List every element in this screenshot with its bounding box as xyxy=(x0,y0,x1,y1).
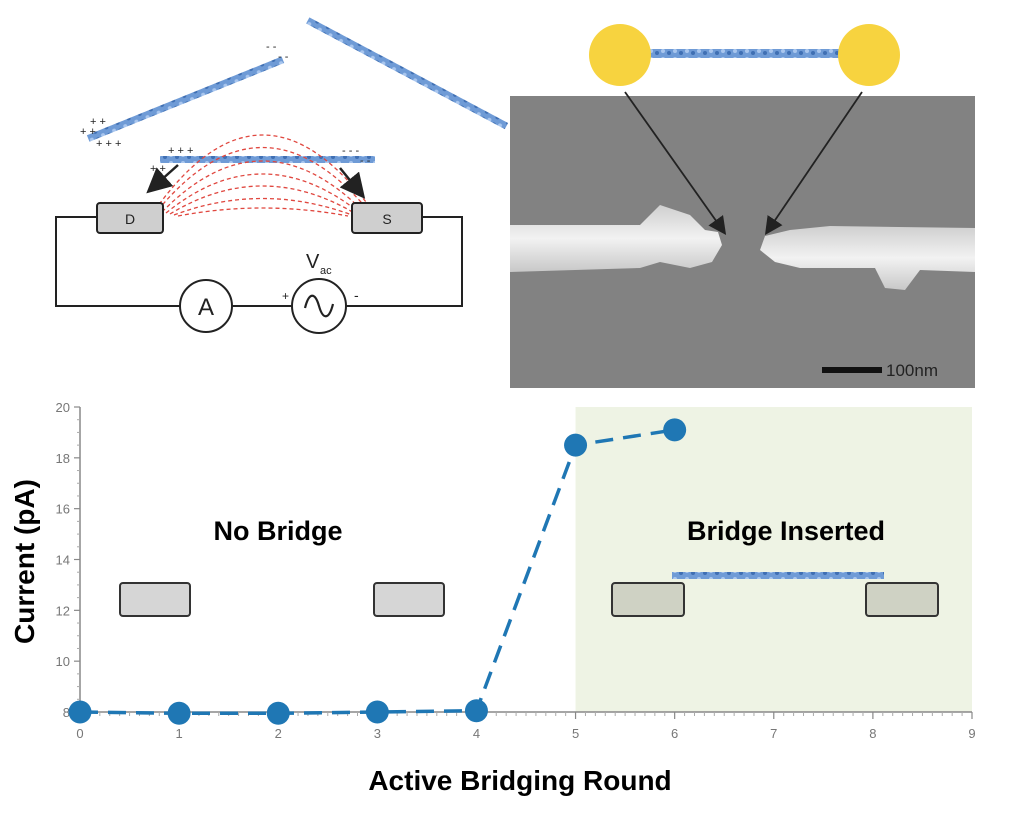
right-electrode-wire xyxy=(760,226,975,290)
drain-label: D xyxy=(125,211,135,227)
data-point xyxy=(68,700,92,724)
region-label-bridge-inserted: Bridge Inserted xyxy=(687,516,885,546)
y-tick-label: 20 xyxy=(56,400,70,415)
svg-text:- -: - - xyxy=(360,155,371,167)
data-point xyxy=(167,701,191,725)
source-label: S xyxy=(382,211,391,227)
x-tick-label: 6 xyxy=(671,726,678,741)
svg-text:- -: - - xyxy=(266,41,277,53)
dna-bridge-icon xyxy=(672,572,884,579)
arrow-to-source xyxy=(339,167,366,199)
x-tick-label: 7 xyxy=(770,726,777,741)
x-tick-label: 8 xyxy=(869,726,876,741)
plus-terminal: + xyxy=(282,289,289,303)
drain-electrode xyxy=(96,202,164,234)
charge-signs: + ++ + ++ + - -- - + + ++ + - - -- - xyxy=(80,41,371,175)
electrode-icon xyxy=(373,582,445,617)
y-tick-label: 18 xyxy=(56,451,70,466)
circuit-wires xyxy=(55,216,463,307)
y-tick-label: 8 xyxy=(63,705,70,720)
svg-text:- - -: - - - xyxy=(342,145,359,157)
dna-strand-icon xyxy=(160,156,375,163)
x-tick-label: 9 xyxy=(968,726,975,741)
x-tick-label: 3 xyxy=(374,726,381,741)
sine-wave-icon xyxy=(303,294,335,318)
arrow-left-nanoparticle xyxy=(624,91,727,235)
left-electrode-wire xyxy=(510,205,722,272)
x-tick-label: 5 xyxy=(572,726,579,741)
svg-text:+ +: + + xyxy=(90,116,106,128)
dna-bridge-icon xyxy=(648,49,844,58)
svg-text:- -: - - xyxy=(278,51,289,63)
scale-bar-label: 100nm xyxy=(886,361,938,380)
dna-strand-icon xyxy=(306,17,509,130)
y-tick-label: 14 xyxy=(56,553,70,568)
sem-micrograph: 100nm xyxy=(510,91,975,388)
source-electrode xyxy=(351,202,423,234)
x-tick-label: 0 xyxy=(76,726,83,741)
arrow-right-nanoparticle xyxy=(764,91,863,235)
minus-terminal: - xyxy=(354,287,359,303)
x-tick-label: 2 xyxy=(275,726,282,741)
voltage-label: V xyxy=(306,251,320,273)
x-tick-label: 1 xyxy=(175,726,182,741)
region-label-no-bridge: No Bridge xyxy=(213,516,342,546)
field-lines xyxy=(154,134,373,217)
y-tick-label: 10 xyxy=(56,654,70,669)
data-point xyxy=(464,699,488,723)
y-axis-label: Current (pA) xyxy=(9,479,40,644)
data-point xyxy=(663,418,687,442)
ammeter-label: A xyxy=(198,294,214,321)
data-point xyxy=(365,700,389,724)
x-tick-label: 4 xyxy=(473,726,480,741)
electrode-icon xyxy=(865,582,939,617)
arrow-to-drain xyxy=(146,164,179,194)
data-point xyxy=(564,433,588,457)
nanoparticle-bridge-illustration xyxy=(589,24,900,86)
svg-text:+ +: + + xyxy=(80,126,96,138)
circuit-schematic: + ++ + ++ + - -- - + + ++ + - - -- - D xyxy=(55,17,509,334)
electrode-icon xyxy=(611,582,685,617)
x-axis-label: Active Bridging Round xyxy=(368,765,671,796)
y-tick-label: 16 xyxy=(56,502,70,517)
voltage-subscript: ac xyxy=(320,265,332,277)
dna-strand-icon xyxy=(86,56,285,142)
svg-text:+ + +: + + + xyxy=(96,138,121,150)
ammeter-icon xyxy=(179,279,233,333)
data-point xyxy=(266,701,290,725)
svg-text:+ +: + + xyxy=(150,163,166,175)
svg-text:+ + +: + + + xyxy=(168,145,193,157)
gold-nanoparticle-left xyxy=(589,24,651,86)
region-1-background xyxy=(575,407,972,712)
y-tick-label: 12 xyxy=(56,603,70,618)
gold-nanoparticle-right xyxy=(838,24,900,86)
scale-bar xyxy=(822,367,882,373)
electrode-icon xyxy=(119,582,191,617)
